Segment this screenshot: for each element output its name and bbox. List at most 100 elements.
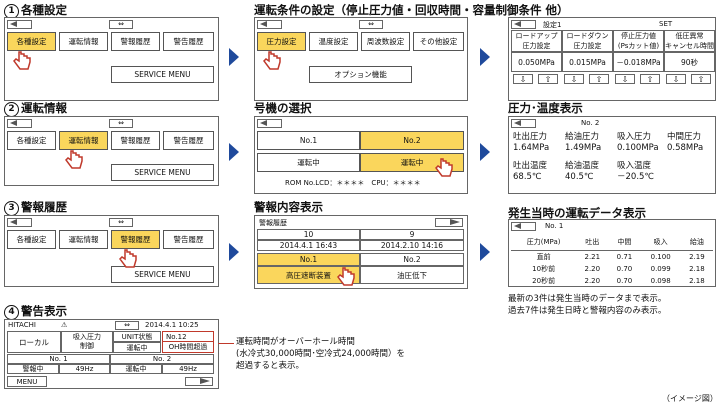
table-cell: 0.70 <box>616 265 633 273</box>
tab-warning-history[interactable]: 警告履歴 <box>163 32 214 51</box>
double-arrow-icon[interactable]: ⇔ <box>359 20 383 29</box>
temperature-setting-button[interactable]: 温度設定 <box>309 32 358 51</box>
back-arrow-icon[interactable] <box>511 119 536 128</box>
pressure-setting-button[interactable]: 圧力設定 <box>257 32 306 51</box>
column-header: 圧力(MPa) <box>511 234 577 251</box>
column-header: 吸入 <box>640 234 681 251</box>
column-header: 吐出 <box>576 234 609 251</box>
callout-line <box>218 343 234 344</box>
tab-warning-history[interactable]: 警告履歴 <box>163 131 214 150</box>
tab-alarm-history[interactable]: 警報履歴 <box>111 131 160 150</box>
other-setting-button[interactable]: その他設定 <box>413 32 464 51</box>
up-arrow-icon[interactable]: ⇧ <box>589 74 609 84</box>
pointer-hand-icon <box>435 158 453 177</box>
table-cell: 0.098 <box>650 277 671 285</box>
alarm-time: 2014.2.10 14:16 <box>360 240 464 251</box>
alarm-unit[interactable]: No.2 <box>360 253 464 266</box>
control-mode: 吸入圧力 制御 <box>61 331 113 353</box>
param-label: ロードアップ 圧力設定 <box>511 30 562 52</box>
param-value[interactable]: 0.050MPa <box>511 52 562 72</box>
menu-button[interactable]: MENU <box>7 376 47 387</box>
alarm-unit[interactable]: No.1 <box>257 253 360 266</box>
local-mode: ローカル <box>7 331 61 353</box>
back-arrow-icon[interactable] <box>7 119 32 128</box>
unit-1-frequency: 49Hz <box>59 364 110 374</box>
double-arrow-icon[interactable]: ⇔ <box>115 321 139 330</box>
down-arrow-icon[interactable]: ⇩ <box>564 74 584 84</box>
pointer-hand-icon <box>337 267 355 286</box>
warning-note: 運転時間がオーバーホール時間(水冷式30,000時間･空冷式24,000時間）を… <box>236 337 406 371</box>
down-arrow-icon[interactable]: ⇩ <box>666 74 686 84</box>
param-value[interactable]: －0.018MPa <box>613 52 664 72</box>
tab-alarm-history[interactable]: 警報履歴 <box>111 230 160 249</box>
brand-label: HITACHI <box>8 321 36 329</box>
warning-icon: ⚠ <box>61 321 68 329</box>
tab-operation-info[interactable]: 運転情報 <box>59 230 108 249</box>
up-arrow-icon[interactable]: ⇧ <box>640 74 660 84</box>
service-menu-button[interactable]: SERVICE MENU <box>111 66 214 83</box>
section-title-pressure-temp: 圧力･温度表示 <box>508 101 583 115</box>
operation-data-screen: No. 1 圧力(MPa) 吐出 中間 吸入 給油 直前 2.21 0.71 0… <box>508 219 716 287</box>
tab-alarm-history[interactable]: 警報履歴 <box>111 32 160 51</box>
flow-arrow-icon <box>229 143 239 161</box>
back-arrow-icon[interactable] <box>7 20 32 29</box>
unit-2-button[interactable]: No.2 <box>360 131 464 150</box>
section-title-operating-conditions: 運転条件の設定（停止圧力値・回収時間・容量制御条件 他） <box>254 3 569 17</box>
table-cell: 2.18 <box>689 265 705 273</box>
tab-settings[interactable]: 各種設定 <box>7 230 56 249</box>
param-value[interactable]: 90秒 <box>664 52 715 72</box>
tab-settings[interactable]: 各種設定 <box>7 131 56 150</box>
param-value[interactable]: 0.015MPa <box>562 52 613 72</box>
section-title-unit-select: 号機の選択 <box>254 101 312 115</box>
down-arrow-icon[interactable]: ⇩ <box>615 74 635 84</box>
down-arrow-icon[interactable]: ⇩ <box>513 74 533 84</box>
rom-version-text: ROM No.LCD：＊＊＊＊ CPU：＊＊＊＊ <box>285 179 421 187</box>
forward-arrow-icon[interactable] <box>185 377 213 386</box>
table-cell: 2.19 <box>689 253 705 261</box>
forward-arrow-icon[interactable] <box>435 218 463 227</box>
reading: 吸入温度－20.5℃ <box>617 161 654 182</box>
table-cell: 2.20 <box>584 277 601 285</box>
table-cell: 20秒前 <box>532 277 556 285</box>
operation-info-screen: ⇔ 各種設定 運転情報 警報履歴 警告履歴 SERVICE MENU <box>4 116 219 186</box>
back-arrow-icon[interactable] <box>511 20 536 29</box>
back-arrow-icon[interactable] <box>7 218 32 227</box>
flow-arrow-icon <box>229 243 239 261</box>
double-arrow-icon[interactable]: ⇔ <box>109 20 133 29</box>
up-arrow-icon[interactable]: ⇧ <box>691 74 711 84</box>
unit-1-button[interactable]: No.1 <box>257 131 360 150</box>
unit-2-status: 運転中 <box>110 364 162 374</box>
alarm-index: 10 <box>257 229 360 240</box>
back-arrow-icon[interactable] <box>257 119 282 128</box>
back-arrow-icon[interactable] <box>511 222 536 231</box>
service-menu-button[interactable]: SERVICE MENU <box>111 266 214 283</box>
pointer-hand-icon <box>13 51 31 70</box>
alarm-history-screen: ⇔ 各種設定 運転情報 警報履歴 警告履歴 SERVICE MENU <box>4 215 219 287</box>
alarm-content[interactable]: 高圧遮断装置 <box>257 266 360 284</box>
option-function-button[interactable]: オプション機能 <box>309 66 412 83</box>
double-arrow-icon[interactable]: ⇔ <box>109 218 133 227</box>
table-header-row: 圧力(MPa) 吐出 中間 吸入 給油 <box>511 234 713 251</box>
image-caption: （イメージ図） <box>662 394 718 403</box>
setting-header-label: 設定1 <box>543 21 562 29</box>
alarm-content[interactable]: 油圧低下 <box>360 266 464 284</box>
tab-operation-info[interactable]: 運転情報 <box>59 32 108 51</box>
table-row: 直前 2.21 0.71 0.100 2.19 <box>511 251 713 264</box>
back-arrow-icon[interactable] <box>257 20 282 29</box>
warning-unit-number[interactable]: No.12 <box>162 331 214 342</box>
double-arrow-icon[interactable]: ⇔ <box>109 119 133 128</box>
section-title-alarm-detail: 警報内容表示 <box>254 200 323 214</box>
unit-running-state: 運転中 <box>113 342 161 353</box>
tab-operation-info[interactable]: 運転情報 <box>59 131 108 150</box>
frequency-setting-button[interactable]: 周波数設定 <box>361 32 410 51</box>
service-menu-button[interactable]: SERVICE MENU <box>111 164 214 181</box>
pointer-hand-icon <box>119 249 137 268</box>
tab-warning-history[interactable]: 警告履歴 <box>163 230 214 249</box>
overhaul-time-exceeded-badge[interactable]: OH時間超過 <box>162 342 214 353</box>
up-arrow-icon[interactable]: ⇧ <box>538 74 558 84</box>
tab-settings[interactable]: 各種設定 <box>7 32 56 51</box>
